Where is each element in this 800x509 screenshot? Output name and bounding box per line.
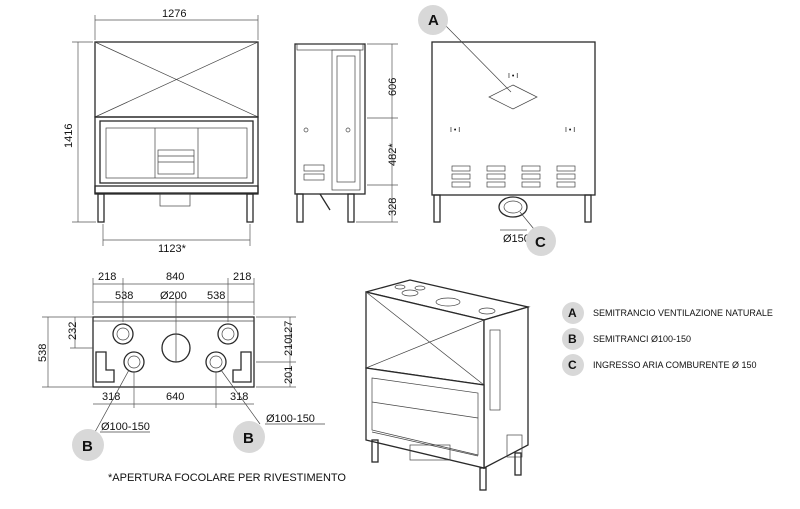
dim-plan-201: 201: [283, 366, 295, 384]
side-view: 606 482* 328: [294, 43, 399, 223]
back-view: I • I I • I I • I Ø150: [431, 24, 596, 245]
dim-top-width: 1276: [162, 8, 186, 20]
dim-plan-840: 840: [166, 271, 184, 283]
dim-plan-127: 127: [283, 321, 295, 339]
dim-plan-218-left: 218: [98, 271, 116, 283]
callout-b-left: B: [72, 429, 104, 461]
dim-side-bottom: 328: [387, 198, 399, 216]
dim-plan-538-depth: 538: [37, 344, 49, 362]
legend-a-letter: A: [568, 306, 577, 320]
dim-plan-218-right: 218: [233, 271, 251, 283]
legend-markers: [562, 302, 584, 376]
callout-b-right-letter: B: [243, 430, 254, 447]
callout-a-letter: A: [428, 12, 439, 29]
dim-plan-318-right: 318: [230, 391, 248, 403]
dim-plan-640: 640: [166, 391, 184, 403]
svg-text:I • I: I • I: [450, 127, 460, 134]
legend-c-letter: C: [568, 358, 577, 372]
svg-text:I • I: I • I: [508, 73, 518, 80]
callout-b-left-letter: B: [82, 438, 93, 455]
dim-side-top: 606: [387, 78, 399, 96]
footnote: *APERTURA FOCOLARE PER RIVESTIMENTO: [108, 472, 346, 484]
legend-c-text: INGRESSO ARIA COMBURENTE Ø 150: [593, 360, 757, 370]
callout-c: C: [526, 226, 556, 256]
dim-opening-width: 1123*: [158, 243, 187, 255]
callout-b-right: B: [233, 421, 265, 453]
dim-plan-d200: Ø200: [160, 290, 187, 302]
dim-plan-232: 232: [67, 322, 79, 340]
isometric-view: [365, 279, 531, 491]
dim-plan-210: 210: [283, 338, 295, 356]
front-view: 1276 1416 1123*: [63, 8, 259, 255]
dim-back-outlet: Ø150: [503, 233, 530, 245]
legend-b-text: SEMITRANCI Ø100-150: [593, 334, 692, 344]
legend-a-text: SEMITRANCIO VENTILAZIONE NATURALE: [593, 308, 773, 318]
dim-plan-d100-left: Ø100-150: [101, 421, 150, 433]
dim-plan-d100-right: Ø100-150: [266, 413, 315, 425]
dim-height-total: 1416: [63, 124, 75, 148]
svg-text:I • I: I • I: [565, 127, 575, 134]
dim-plan-538-left: 538: [115, 290, 133, 302]
dim-plan-538-right: 538: [207, 290, 225, 302]
callout-a: A: [418, 5, 448, 35]
dim-plan-318-left: 318: [102, 391, 120, 403]
callout-c-letter: C: [535, 234, 546, 251]
legend-b-letter: B: [568, 332, 577, 346]
dim-side-mid: 482*: [387, 143, 399, 166]
plan-view: 218 840 218 538 Ø200 538 538 232 127 210…: [37, 271, 325, 433]
